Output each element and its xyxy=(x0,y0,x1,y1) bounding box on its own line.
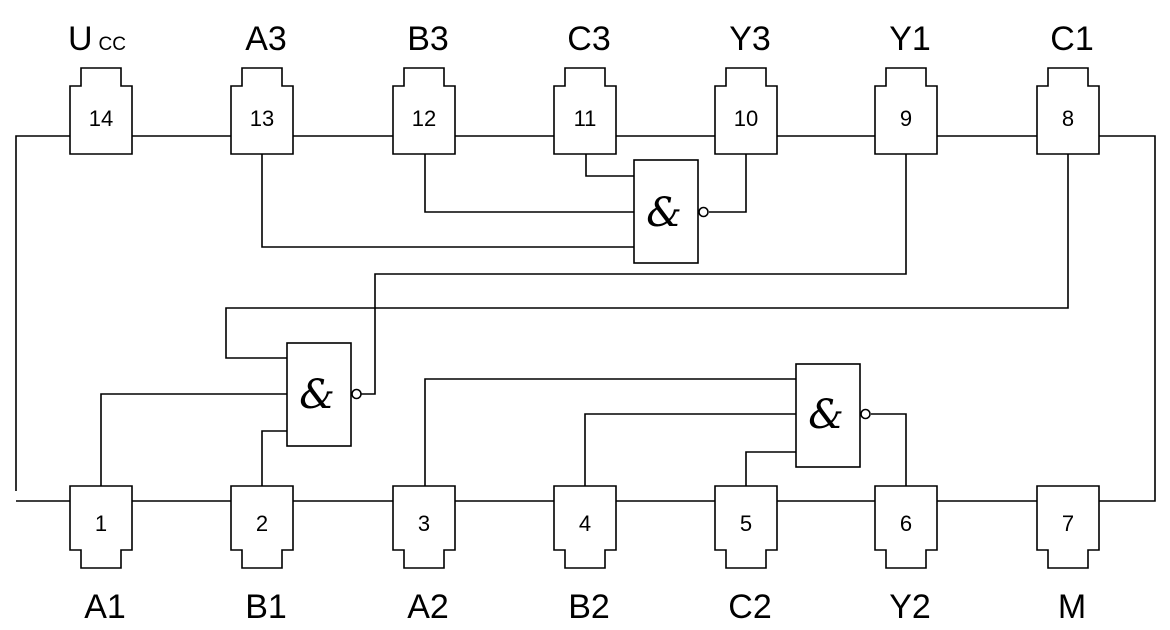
pin-label: M xyxy=(1058,588,1086,626)
pin-body xyxy=(69,485,133,569)
pin-number: 12 xyxy=(412,106,436,131)
pin-13: 13 A3 xyxy=(230,20,294,155)
wire-a3-gate3 xyxy=(261,154,634,248)
pin-8: 8 C1 xyxy=(1036,20,1100,155)
wire-b1-gate1 xyxy=(261,430,287,486)
inverter-bubble xyxy=(860,408,871,420)
pin-number: 5 xyxy=(740,511,752,536)
pin-body xyxy=(874,485,938,569)
pin-label: C2 xyxy=(728,588,771,626)
pin-label: A3 xyxy=(245,20,287,58)
pin-label: B3 xyxy=(407,20,449,58)
wire-a2-gate2 xyxy=(424,378,796,486)
wire-gate3-y3 xyxy=(709,154,747,213)
pin-label: Y2 xyxy=(889,588,931,626)
pin-number: 14 xyxy=(89,106,113,131)
pin-label: Y1 xyxy=(889,20,931,58)
pin-body xyxy=(714,485,778,569)
nand-gate-1: & xyxy=(286,342,362,447)
wire-a1-gate1 xyxy=(100,393,287,486)
pin-number: 10 xyxy=(734,106,758,131)
wires xyxy=(15,135,1156,502)
wire-b2-gate2 xyxy=(584,413,796,486)
wire-top-bus xyxy=(15,135,1156,502)
pin-body xyxy=(1036,485,1100,569)
pin-5: 5C2 xyxy=(714,485,778,626)
pin-body xyxy=(553,485,617,569)
pin-number: 13 xyxy=(250,106,274,131)
pin-body xyxy=(392,485,456,569)
gate-body xyxy=(633,159,699,264)
pin-label: A1 xyxy=(84,588,126,626)
pin-body xyxy=(230,67,294,155)
pin-label: B1 xyxy=(245,588,287,626)
pin-2: 2B1 xyxy=(230,485,294,626)
pin-body xyxy=(714,67,778,155)
pin-body xyxy=(553,67,617,155)
pin-4: 4B2 xyxy=(553,485,617,626)
pin-number: 4 xyxy=(579,511,591,536)
pin-12: 12 B3 xyxy=(392,20,456,155)
pin-body xyxy=(230,485,294,569)
pin-11: 11 C3 xyxy=(553,20,617,155)
wire-gate2-y2 xyxy=(871,413,907,486)
pin-label: C3 xyxy=(567,20,610,58)
pin-7: 7M xyxy=(1036,485,1100,626)
pin-number: 11 xyxy=(574,106,597,131)
pin-number: 3 xyxy=(418,511,430,536)
pin-3: 3A2 xyxy=(392,485,456,626)
pin-body xyxy=(392,67,456,155)
nand-gate-2: & xyxy=(795,363,871,468)
pin-6: 6Y2 xyxy=(874,485,938,626)
pin-body xyxy=(69,67,133,155)
pin-label: A2 xyxy=(407,588,449,626)
pin-number: 9 xyxy=(900,106,912,131)
wire-c3-gate3 xyxy=(585,154,634,177)
pin-10: 10 Y3 xyxy=(714,20,778,155)
pin-1: 1A1 xyxy=(69,485,133,626)
wire-y1-gate1 xyxy=(361,154,907,395)
wire-b3-gate3 xyxy=(424,154,634,213)
pin-9: 9 Y1 xyxy=(874,20,938,155)
gate-symbol: & xyxy=(646,190,682,236)
wire-c2-gate2 xyxy=(745,451,796,486)
gate-body xyxy=(795,363,861,468)
wire-c1-gate1 xyxy=(225,154,1069,359)
pin-label: C1 xyxy=(1050,20,1093,58)
pin-number: 7 xyxy=(1062,511,1074,536)
nand-gate-3: & xyxy=(633,159,709,264)
inverter-bubble xyxy=(351,388,362,400)
pin-label: Y3 xyxy=(729,20,771,58)
pin-body xyxy=(1036,67,1100,155)
pin-label: B2 xyxy=(568,588,610,626)
pin-number: 1 xyxy=(95,511,107,536)
pin-body xyxy=(874,67,938,155)
pin-number: 6 xyxy=(900,511,912,536)
pin-number: 2 xyxy=(256,511,268,536)
gate-symbol: & xyxy=(808,392,844,438)
inverter-bubble xyxy=(698,206,709,218)
gate-symbol: & xyxy=(299,372,335,418)
gate-body xyxy=(286,342,352,447)
pin-number: 8 xyxy=(1062,106,1074,131)
